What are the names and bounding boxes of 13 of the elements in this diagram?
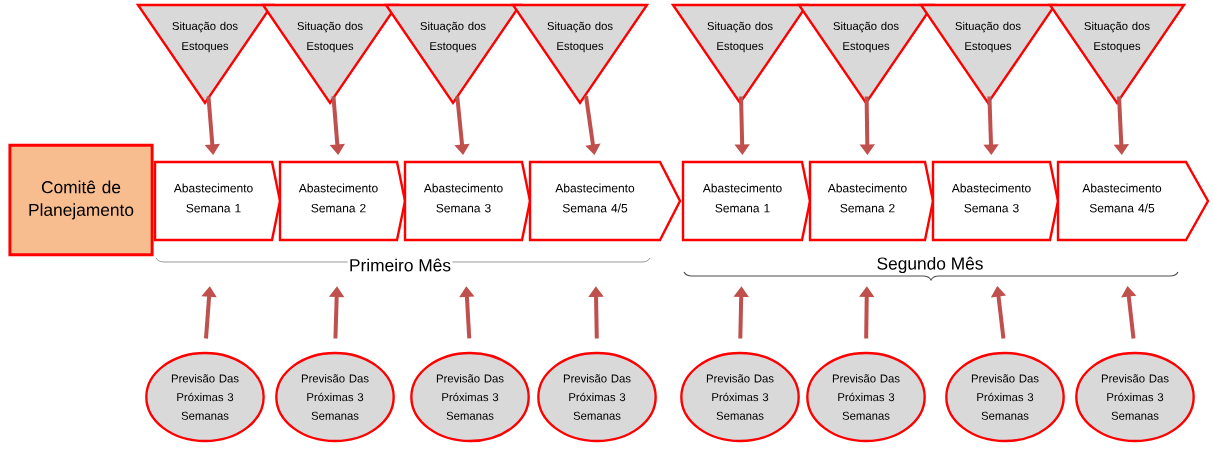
chevron-box: Abastecimento Semana 2 — [278, 160, 407, 242]
month-label: Segundo Mês — [875, 255, 985, 275]
committee-box: Comitê de Planejamento — [8, 143, 154, 257]
chevron-box: Abastecimento Semana 3 — [403, 160, 532, 242]
chevron-box: Abastecimento Semana 2 — [808, 160, 935, 242]
chevron-box: Abastecimento Semana 4/5 — [1056, 160, 1210, 242]
node-label: Abastecimento Semana 4/5 — [1082, 183, 1162, 213]
chevron-box: Abastecimento Semana 4/5 — [528, 160, 682, 242]
arrow — [584, 95, 601, 155]
chevron-box: Abastecimento Semana 1 — [153, 160, 282, 242]
chevron-box: Abastecimento Semana 1 — [681, 160, 812, 242]
chevron-box: Abastecimento Semana 3 — [931, 160, 1060, 242]
month-label: Primeiro Mês — [347, 257, 453, 273]
